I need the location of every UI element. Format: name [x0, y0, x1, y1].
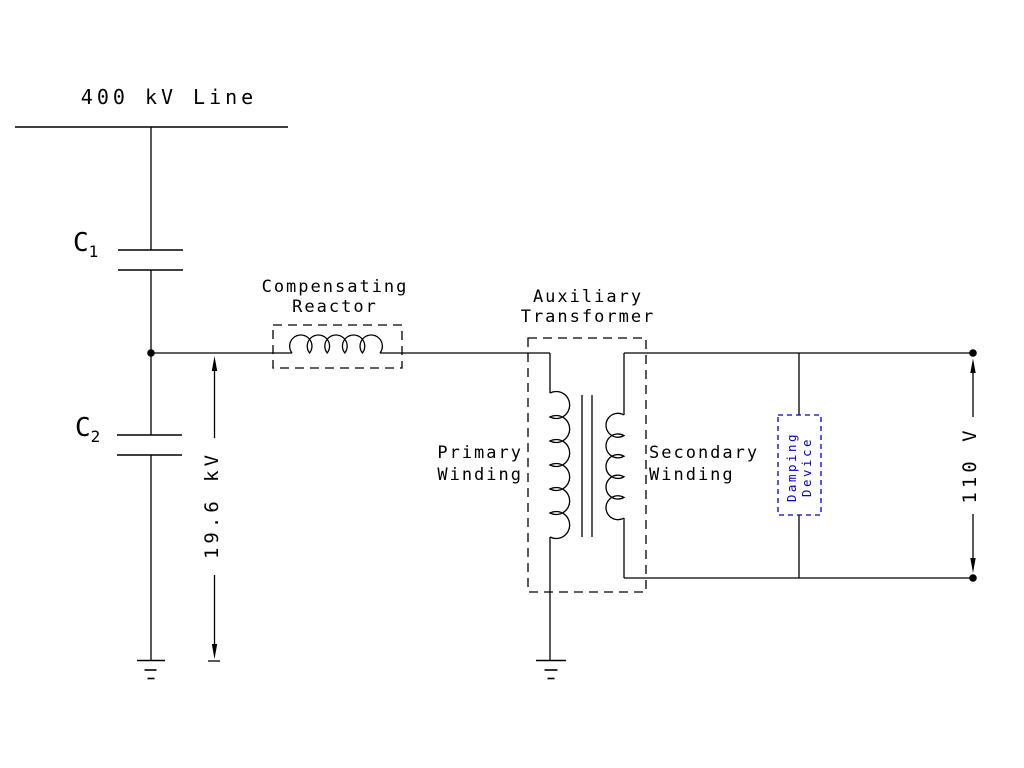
- damping-device-label-line1: Damping: [784, 431, 799, 503]
- ground-symbol-divider: [137, 659, 165, 680]
- compensating-reactor-label-line1: Compensating: [261, 277, 409, 297]
- secondary-winding-label-line1: Secondary: [649, 443, 760, 463]
- primary-winding-label: Primary Winding: [437, 442, 523, 486]
- c2-label: C2: [75, 415, 101, 447]
- compensating-reactor-label: Compensating Reactor: [262, 277, 409, 317]
- dimension-19kv-arrow: [208, 356, 220, 662]
- output-node-dot-bottom: [969, 574, 977, 582]
- primary-voltage-label: 19.6 kV: [201, 450, 223, 560]
- secondary-winding-label: Secondary Winding: [649, 442, 759, 486]
- line-voltage-label: 400 kV Line: [80, 85, 258, 109]
- compensating-reactor-label-line2: Reactor: [292, 297, 378, 317]
- c1-letter: C: [73, 228, 89, 258]
- capacitor-c1-symbol: [118, 249, 183, 435]
- auxiliary-transformer-label-line1: Auxiliary: [532, 287, 644, 307]
- dimension-110v-arrow: [970, 358, 976, 573]
- c1-label: C1: [73, 230, 99, 262]
- auxiliary-transformer-label: Auxiliary Transformer: [521, 287, 656, 327]
- secondary-winding-label-line2: Winding: [649, 465, 735, 485]
- primary-winding-label-line2: Winding: [437, 465, 523, 485]
- c2-letter: C: [75, 413, 91, 443]
- primary-winding-label-line1: Primary: [437, 443, 523, 463]
- secondary-voltage-label: 110 V: [959, 426, 981, 504]
- damping-device-label-line2: Device: [799, 436, 814, 498]
- auxiliary-transformer-label-line2: Transformer: [520, 307, 656, 327]
- transformer-core: [581, 395, 593, 537]
- secondary-winding-coil: [605, 412, 626, 521]
- output-node-dot-top: [969, 349, 977, 357]
- primary-winding-coil: [548, 390, 571, 540]
- c1-subscript: 1: [88, 242, 99, 262]
- ground-symbol-transformer: [536, 659, 566, 680]
- c2-subscript: 2: [90, 427, 101, 447]
- power-bus-line: [15, 126, 288, 250]
- damping-device-symbol: [777, 353, 822, 578]
- compensating-reactor-symbol: [272, 324, 403, 369]
- capacitor-c2-symbol: [117, 434, 182, 660]
- auxiliary-transformer-symbol: [527, 337, 647, 660]
- damping-device-label: Damping Device: [784, 432, 814, 502]
